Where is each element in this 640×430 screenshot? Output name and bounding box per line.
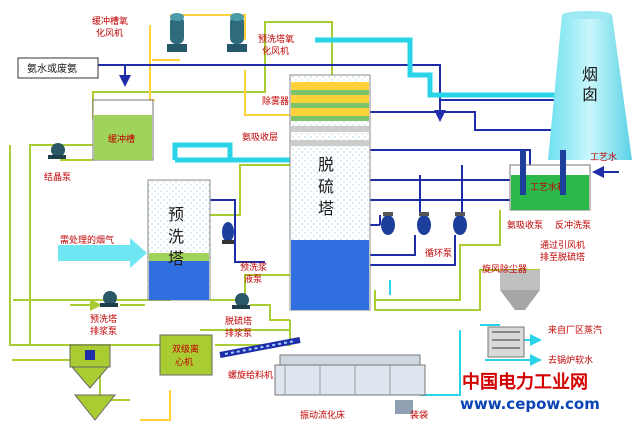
svg-text:工艺水箱: 工艺水箱 xyxy=(530,181,566,193)
screw-feeder: 螺旋给料机 xyxy=(219,337,301,381)
svg-text:心机: 心机 xyxy=(175,356,193,368)
prewash-tower-fan xyxy=(227,13,247,52)
watermark-name: 中国电力工业网 xyxy=(462,371,588,393)
chimney-label: 烟囱 xyxy=(582,65,598,104)
svg-text:结晶泵: 结晶泵 xyxy=(44,171,71,183)
svg-text:脱硫塔: 脱硫塔 xyxy=(318,155,334,218)
prewash-slurry-pump: 预洗浆 液泵 xyxy=(222,222,267,285)
svg-text:循环泵: 循环泵 xyxy=(425,247,452,259)
prewash-fan-label-2: 化风机 xyxy=(262,45,289,57)
bagging: 装袋 xyxy=(395,400,428,421)
svg-text:排至脱硫塔: 排至脱硫塔 xyxy=(540,251,585,263)
svg-text:反冲洗泵: 反冲洗泵 xyxy=(555,219,591,231)
circulation-pump-3 xyxy=(453,212,467,235)
buffer-fan-label: 缓冲槽氧 xyxy=(92,15,128,27)
svg-text:脱硫塔: 脱硫塔 xyxy=(225,315,252,327)
cone-bin xyxy=(73,394,117,421)
centrifuge: 双级离 心机 xyxy=(159,334,213,376)
svg-text:振动流化床: 振动流化床 xyxy=(300,409,345,421)
chimney: 烟囱 xyxy=(548,11,632,160)
desulf-tower: 脱硫塔 xyxy=(289,74,371,311)
svg-text:预洗浆: 预洗浆 xyxy=(240,261,267,273)
svg-text:工艺水: 工艺水 xyxy=(590,151,617,163)
mist-eliminator-label: 除雾器 xyxy=(262,95,289,107)
svg-text:通过引风机: 通过引风机 xyxy=(540,239,585,251)
svg-text:需处理的烟气: 需处理的烟气 xyxy=(60,234,114,246)
flue-gas-arrow: 需处理的烟气 xyxy=(58,234,147,268)
svg-text:氨吸收泵: 氨吸收泵 xyxy=(507,219,543,231)
svg-text:去锅炉软水: 去锅炉软水 xyxy=(548,354,593,366)
vibrating-bed: 振动流化床 xyxy=(274,354,426,421)
svg-text:旋风除尘器: 旋风除尘器 xyxy=(482,263,527,275)
svg-text:预洗塔: 预洗塔 xyxy=(90,313,117,325)
cyan-pipes xyxy=(172,37,565,163)
svg-text:预洗塔: 预洗塔 xyxy=(168,205,184,268)
svg-text:来自厂区蒸汽: 来自厂区蒸汽 xyxy=(548,324,602,336)
svg-text:双级离: 双级离 xyxy=(172,343,199,355)
process-water-tank: 工艺水箱 工艺水 氨吸收泵 反冲洗泵 xyxy=(507,150,619,231)
buffer-fan-label-2: 化风机 xyxy=(96,27,123,39)
svg-text:氨水或废氨: 氨水或废氨 xyxy=(27,62,77,75)
watermark: 中国电力工业网 www.cepow.com xyxy=(460,371,600,413)
watermark-url: www.cepow.com xyxy=(460,395,600,413)
prewash-tower: 预洗塔 xyxy=(147,179,211,301)
svg-text:排浆泵: 排浆泵 xyxy=(225,327,252,339)
svg-text:液泵: 液泵 xyxy=(244,273,262,285)
circulation-pump-1 xyxy=(381,212,395,235)
prewash-fan-label: 预洗塔氧 xyxy=(258,33,294,45)
splitter xyxy=(69,344,111,389)
svg-text:螺旋给料机: 螺旋给料机 xyxy=(228,369,273,381)
cyclone-separator: 旋风除尘器 通过引风机 排至脱硫塔 xyxy=(482,239,585,310)
prewash-discharge-pump: 预洗塔 排浆泵 xyxy=(90,291,118,337)
ammonia-absorb-label: 氨吸收层 xyxy=(242,131,278,143)
ammonia-source: 氨水或废氨 xyxy=(17,57,99,79)
circulation-pumps: 循环泵 xyxy=(381,212,467,259)
svg-text:排浆泵: 排浆泵 xyxy=(90,325,117,337)
svg-text:缓冲槽: 缓冲槽 xyxy=(108,133,135,145)
crystal-pump: 结晶泵 xyxy=(44,143,71,183)
buffer-tank-fan xyxy=(167,13,187,52)
svg-text:装袋: 装袋 xyxy=(410,409,428,421)
circulation-pump-2 xyxy=(417,212,431,235)
buffer-tank: 缓冲槽 xyxy=(92,99,154,161)
heat-exchanger: 来自厂区蒸汽 去锅炉软水 xyxy=(487,324,602,366)
desulf-discharge-pump: 脱硫塔 排浆泵 xyxy=(225,293,252,339)
